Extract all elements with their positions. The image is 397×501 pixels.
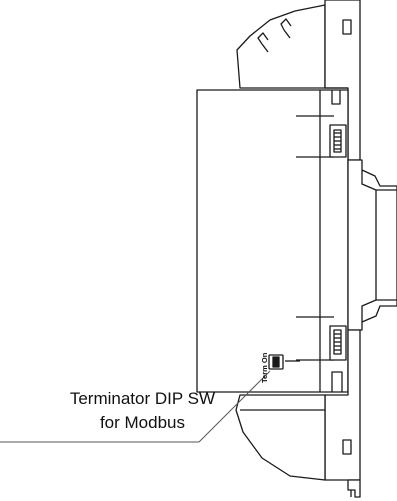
upper-latch (296, 115, 347, 158)
callout-line-2: for Modbus (99, 413, 185, 432)
terminator-dip-switch (268, 354, 300, 370)
bottom-mounting-clip (235, 394, 326, 481)
callout-leader (0, 370, 271, 443)
lower-body-notch (331, 371, 343, 392)
switch-label: Term On (260, 352, 269, 383)
bottom-release-tab (347, 479, 361, 498)
din-rail (347, 159, 397, 331)
top-mounting-clip (236, 4, 326, 89)
upper-body-notch (331, 90, 341, 105)
main-module-body (196, 89, 349, 393)
callout-line-1: Terminator DIP SW (69, 389, 215, 408)
lower-latch (296, 316, 347, 361)
